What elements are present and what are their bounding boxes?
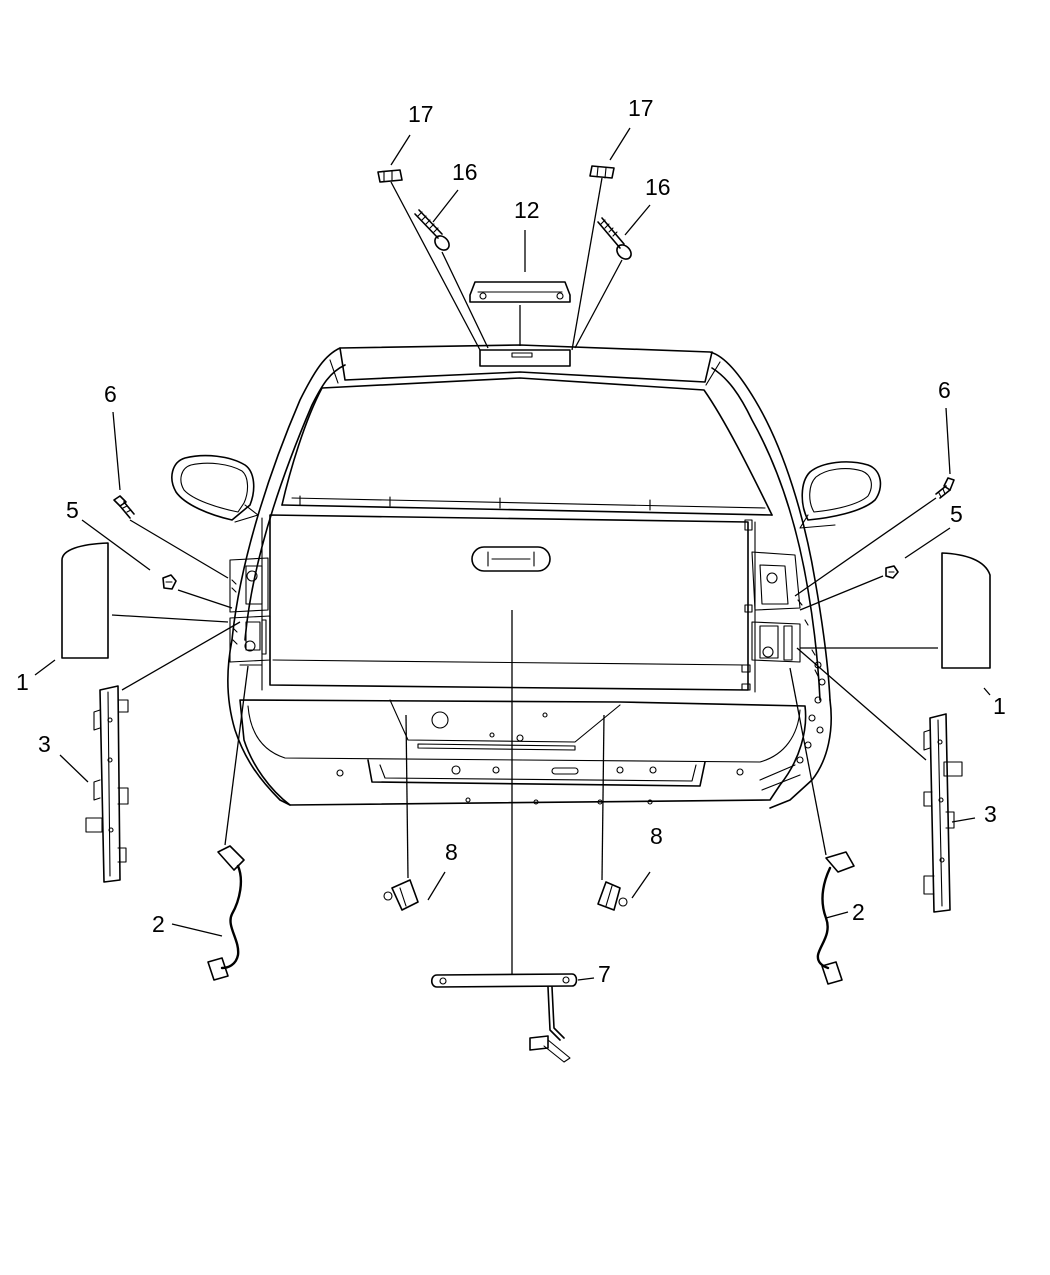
label-12: 12 (514, 197, 540, 223)
part-8-license-lamp-right (597, 881, 628, 911)
label-6-left: 6 (104, 381, 117, 407)
label-16-left: 16 (452, 159, 478, 185)
label-8-right: 8 (650, 823, 663, 849)
part-5-nut-right (885, 565, 899, 579)
part-6-screw-right (935, 477, 955, 499)
label-3-right: 3 (984, 801, 997, 827)
callout-labels: 17 17 16 16 12 6 6 5 5 1 1 3 3 2 2 8 8 7 (16, 95, 1006, 987)
label-5-right: 5 (950, 501, 963, 527)
leader-lines (34, 127, 991, 981)
label-6-right: 6 (938, 377, 951, 403)
part-2-wiring-harness-left (207, 845, 245, 981)
part-17-clip-left (377, 169, 403, 183)
label-8-left: 8 (445, 839, 458, 865)
part-7-tailgate-lamp-bar (430, 973, 578, 1063)
part-1-tail-lamp-left (61, 542, 109, 659)
label-17-right: 17 (628, 95, 654, 121)
part-17-clip-right (589, 165, 615, 179)
part-3-bracket-left (85, 685, 129, 883)
part-6-screw-left (113, 495, 135, 519)
label-2-right: 2 (852, 899, 865, 925)
label-7: 7 (598, 961, 611, 987)
label-17-left: 17 (408, 101, 434, 127)
label-1-left: 1 (16, 669, 29, 695)
part-1-tail-lamp-right (941, 552, 991, 669)
label-5-left: 5 (66, 497, 79, 523)
label-2-left: 2 (152, 911, 165, 937)
label-1-right: 1 (993, 693, 1006, 719)
part-8-license-lamp-left (383, 879, 419, 911)
label-3-left: 3 (38, 731, 51, 757)
part-12-center-high-mount-stop-lamp (469, 281, 571, 367)
part-16-screw-right (597, 217, 632, 260)
part-16-screw-left (414, 209, 450, 251)
part-5-nut-left (162, 574, 177, 590)
truck-rear-body (171, 344, 882, 809)
part-2-wiring-harness-right (816, 851, 855, 985)
label-16-right: 16 (645, 174, 671, 200)
part-3-bracket-right (923, 713, 963, 913)
